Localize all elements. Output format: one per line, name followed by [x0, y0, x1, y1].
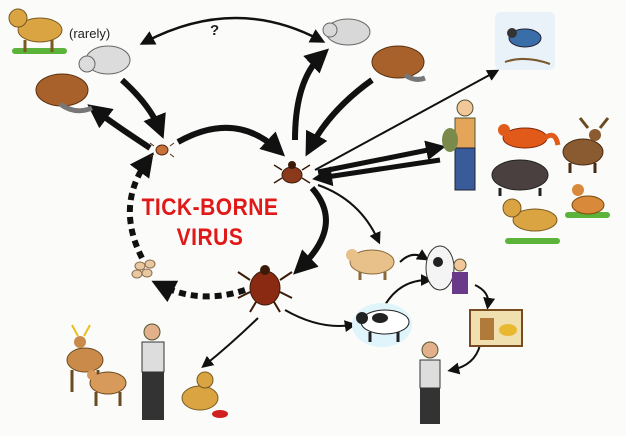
rat: [78, 45, 131, 75]
dog-top-left: [8, 8, 67, 54]
arrow-calf-to-milking: [399, 249, 430, 263]
boar: [491, 159, 549, 196]
man-left: [141, 323, 165, 420]
arrow-adult-to-cow: [284, 309, 357, 333]
arrow-nymph-to-calf: [317, 184, 381, 245]
arrows: [87, 16, 500, 375]
arrow-larva-to-beaver: [87, 104, 152, 151]
arrow-question-rodents: [139, 16, 326, 45]
tick-nymph: [273, 161, 311, 184]
dog-right: [502, 198, 560, 244]
rarely-label: (rarely): [69, 26, 111, 41]
arrow-milk-to-man: [447, 344, 481, 375]
tick-larva: [149, 142, 175, 158]
question-label: ?: [210, 22, 220, 39]
arrow-eggs-to-larva: [126, 152, 154, 260]
deer-pair: [66, 324, 127, 406]
calf: [346, 249, 395, 280]
arrow-rat-to-larva: [120, 77, 166, 139]
milking-cow-farmer: [425, 245, 468, 294]
dog-bottom: [181, 371, 228, 418]
hamster-top: [322, 18, 371, 46]
hiker: [442, 99, 476, 191]
beaver-left: [35, 73, 93, 114]
bird: [495, 12, 555, 70]
arrow-nymph-to-hamster: [292, 48, 330, 141]
fox: [498, 124, 561, 149]
arrow-adult-to-man-dog: [201, 317, 259, 368]
milk-products: [469, 309, 523, 347]
arrow-larva-to-nymph: [176, 124, 286, 157]
arrow-milking-to-milk: [474, 284, 496, 310]
fawn: [565, 184, 610, 218]
man-right: [419, 341, 441, 424]
arrow-nymph-to-hiker: [317, 140, 446, 175]
title-line2: VIRUS: [176, 224, 244, 251]
moose: [562, 117, 610, 173]
cow: [352, 303, 412, 347]
title-line1: TICK-BORNE: [141, 194, 279, 221]
arrow-beaver-to-nymph: [305, 77, 374, 157]
beaver-top: [371, 45, 426, 82]
arrow-nymph-to-adult: [293, 186, 329, 275]
arrow-cow-to-milking: [384, 274, 433, 306]
tick-eggs: [131, 259, 156, 279]
arrow-adult-to-eggs: [151, 280, 246, 303]
tick-adult: [237, 265, 293, 313]
arrow-nymph-to-bird: [314, 69, 500, 171]
arrow-mammals-to-nymph: [312, 157, 441, 187]
